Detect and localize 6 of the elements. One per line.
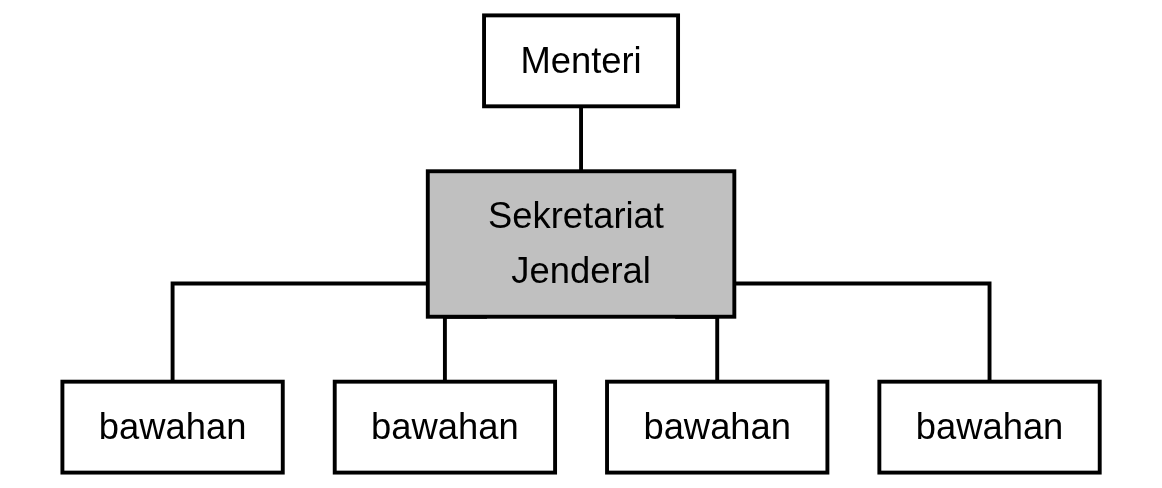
- node-box: bawahan: [332, 379, 557, 475]
- node-box: Menteri: [482, 13, 680, 109]
- node-box: bawahan: [60, 379, 285, 475]
- node-box: Sekretariat Jenderal: [425, 169, 737, 319]
- node-box: bawahan: [877, 379, 1102, 475]
- node-box: bawahan: [605, 379, 830, 475]
